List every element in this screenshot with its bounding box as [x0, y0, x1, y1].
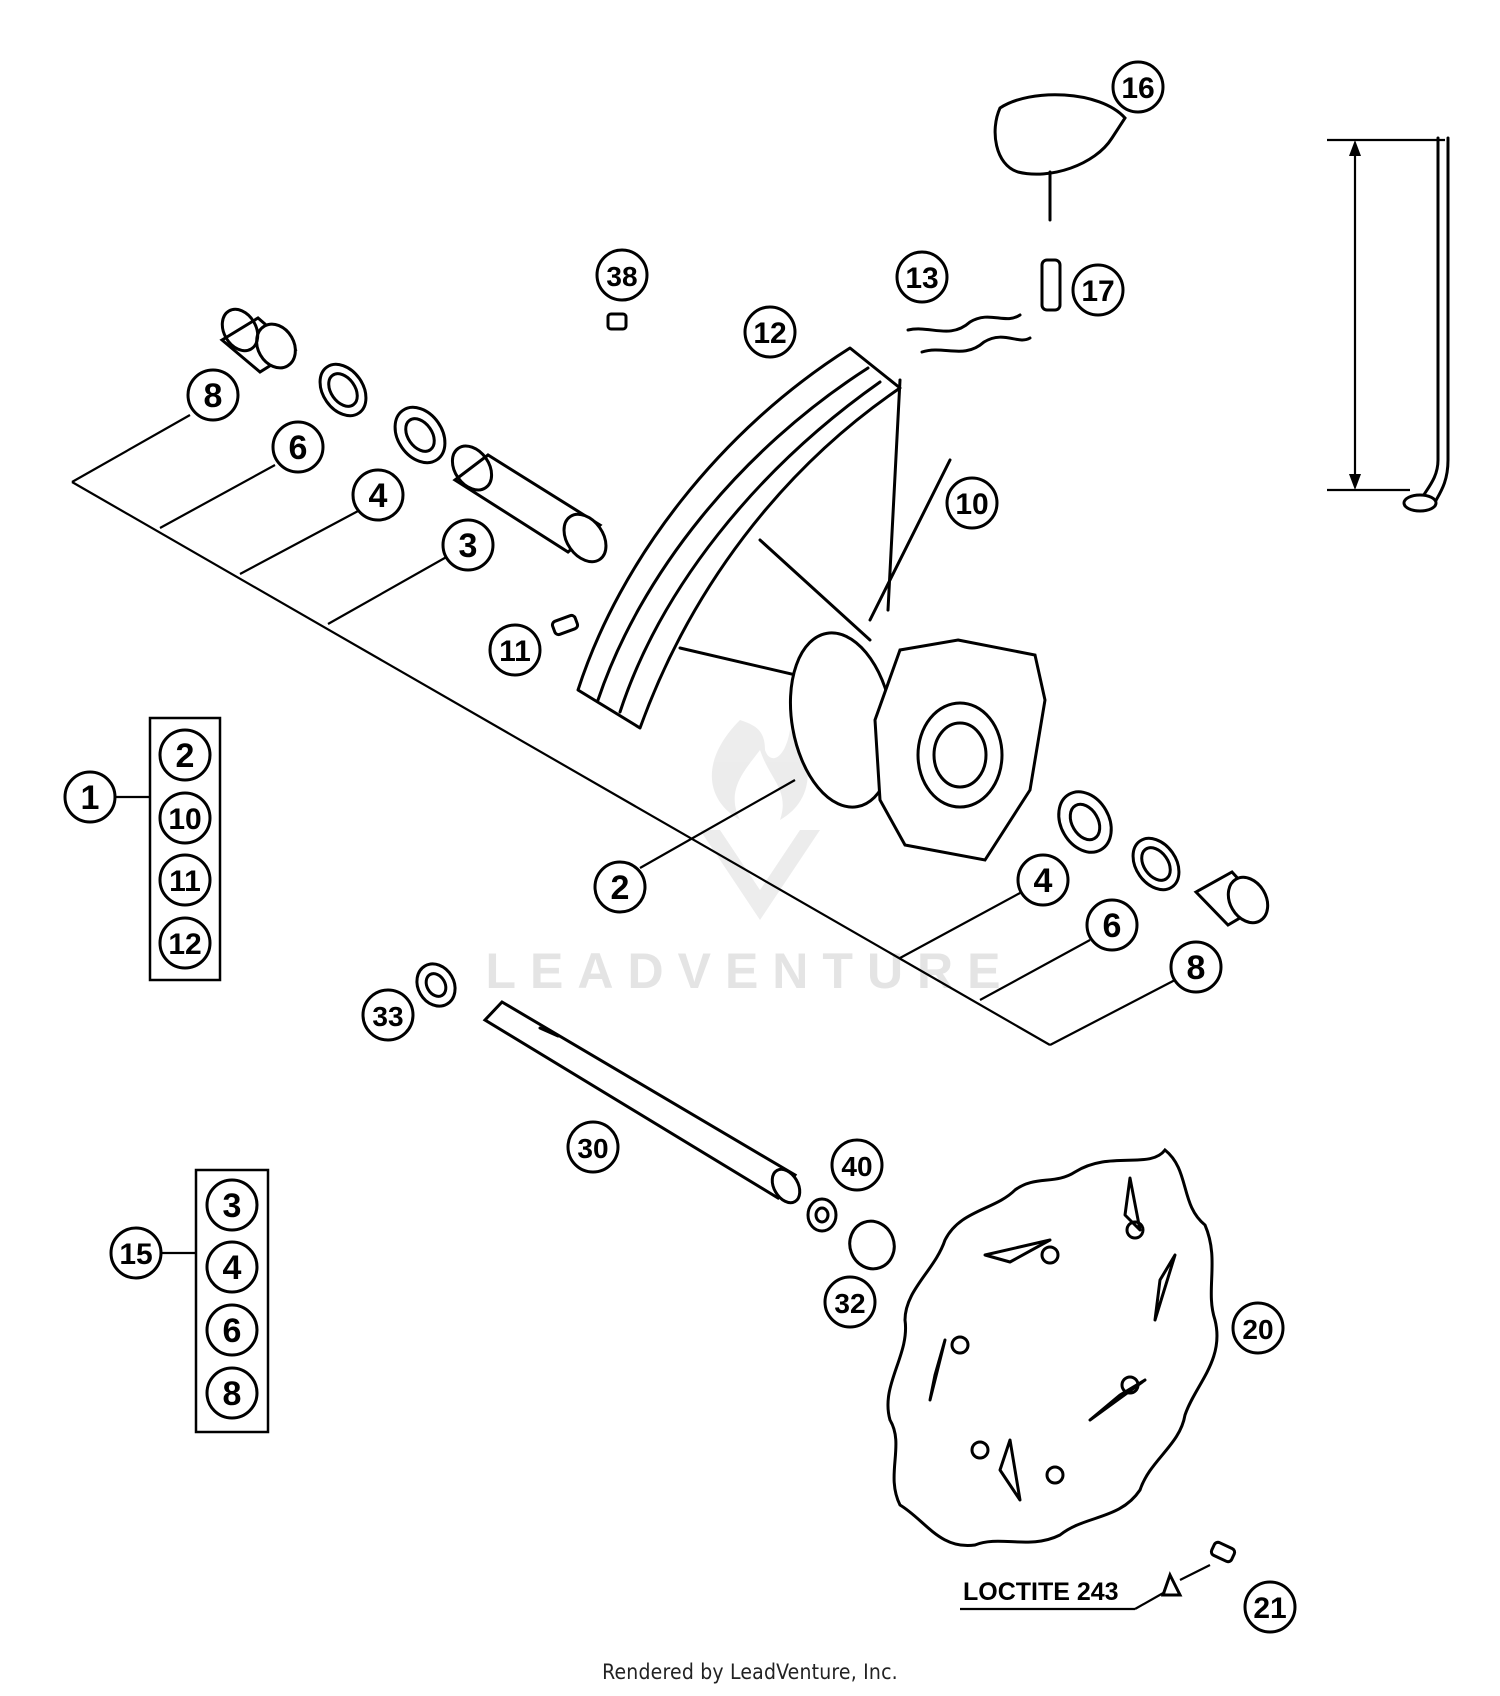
- callout-16: 16: [1111, 60, 1165, 114]
- svg-text:16: 16: [1121, 72, 1154, 105]
- part-brake-disc-20: [886, 1147, 1219, 1547]
- assembly-axis-lines: [71, 414, 1176, 1046]
- svg-text:4: 4: [223, 1249, 242, 1287]
- svg-text:11: 11: [169, 865, 201, 898]
- svg-text:1: 1: [81, 779, 100, 817]
- svg-text:3: 3: [223, 1187, 242, 1225]
- group15-item-4: 4: [205, 1240, 259, 1294]
- loctite-note: LOCTITE 243: [960, 1578, 1166, 1611]
- callout-4-right: 4: [1016, 853, 1070, 907]
- svg-text:40: 40: [841, 1151, 872, 1182]
- part-nut-33: [415, 962, 457, 1008]
- svg-text:32: 32: [834, 1288, 865, 1319]
- part-seal-6-right: [1131, 836, 1181, 892]
- svg-text:3: 3: [459, 527, 478, 565]
- part-bolt-32: [848, 1219, 896, 1271]
- callout-38: 38: [595, 248, 649, 302]
- callout-30: 30: [566, 1120, 620, 1174]
- svg-text:30: 30: [577, 1133, 608, 1164]
- callout-8-right: 8: [1169, 940, 1223, 994]
- svg-text:8: 8: [1187, 949, 1206, 987]
- svg-text:6: 6: [1103, 907, 1122, 945]
- part-seal-6-left: [318, 362, 368, 418]
- part-valve-17: [1040, 258, 1062, 312]
- part-tube-16: [993, 93, 1127, 222]
- svg-text:6: 6: [223, 1312, 242, 1350]
- callout-1: 1: [63, 770, 117, 824]
- callout-3: 3: [441, 518, 495, 572]
- loctite-label: LOCTITE 243: [963, 1578, 1119, 1606]
- part-axle-30: [482, 1000, 802, 1205]
- callout-6-right: 6: [1085, 898, 1139, 952]
- svg-text:20: 20: [1242, 1314, 1273, 1345]
- part-nipple-11: [550, 613, 580, 637]
- callout-10: 10: [945, 476, 999, 530]
- part-sleeve-3: [450, 444, 608, 564]
- callout-12: 12: [743, 305, 797, 359]
- group15-item-8: 8: [205, 1366, 259, 1420]
- part-washer-40: [806, 1197, 838, 1233]
- part-bearing-4-right: [1057, 790, 1113, 854]
- spoke-length-gauge: [1327, 136, 1450, 513]
- callout-40: 40: [830, 1138, 884, 1192]
- svg-text:38: 38: [606, 261, 637, 292]
- svg-text:12: 12: [753, 317, 786, 350]
- callouts: 1 2 10 11 12 15 3 4 6 8 8 6 4 3 38 12 13…: [63, 60, 1297, 1634]
- watermark-logo: [700, 720, 820, 920]
- callout-33: 33: [361, 988, 415, 1042]
- callout-32: 32: [823, 1275, 877, 1329]
- part-spacer-8-right: [1193, 870, 1270, 927]
- svg-text:8: 8: [223, 1375, 242, 1413]
- svg-text:13: 13: [905, 262, 938, 295]
- svg-text:33: 33: [372, 1001, 403, 1032]
- callout-15: 15: [109, 1226, 163, 1280]
- svg-text:2: 2: [176, 737, 195, 775]
- part-hub-2: [788, 631, 1047, 862]
- group1-item-10: 10: [158, 791, 212, 845]
- footer-rendered-by: Rendered by LeadVenture, Inc.: [602, 1660, 898, 1684]
- callout-21: 21: [1243, 1580, 1297, 1634]
- callout-4-left: 4: [351, 468, 405, 522]
- callout-13: 13: [895, 250, 949, 304]
- part-bearing-4-left: [393, 405, 447, 465]
- group15-item-6: 6: [205, 1303, 259, 1357]
- svg-text:15: 15: [119, 1238, 152, 1271]
- svg-text:21: 21: [1253, 1592, 1286, 1625]
- watermark-text: LEADVENTURE: [485, 943, 1014, 999]
- callout-11: 11: [488, 623, 542, 677]
- svg-text:4: 4: [1034, 862, 1053, 900]
- group1-item-11: 11: [158, 853, 212, 907]
- callout-20: 20: [1231, 1301, 1285, 1355]
- svg-text:10: 10: [168, 803, 201, 836]
- callout-2: 2: [593, 860, 647, 914]
- svg-text:11: 11: [499, 635, 531, 668]
- watermark: LEADVENTURE: [485, 720, 1014, 999]
- part-rim-tape-13: [906, 313, 1032, 354]
- svg-text:8: 8: [204, 377, 223, 415]
- callout-6-left: 6: [271, 420, 325, 474]
- svg-text:6: 6: [289, 429, 308, 467]
- svg-text:17: 17: [1081, 275, 1114, 308]
- part-spacer-8-left: [219, 307, 298, 374]
- svg-text:4: 4: [369, 477, 388, 515]
- group1-item-12: 12: [158, 916, 212, 970]
- callout-8-left: 8: [186, 368, 240, 422]
- group1-item-2: 2: [158, 728, 212, 782]
- part-38-small: [606, 312, 628, 331]
- svg-text:10: 10: [955, 488, 988, 521]
- svg-text:2: 2: [611, 869, 630, 907]
- group-box-15: [160, 1168, 270, 1434]
- callout-17: 17: [1071, 263, 1125, 317]
- part-disc-bolt-21: [1160, 1540, 1237, 1597]
- group-box-1: [115, 716, 222, 982]
- group15-item-3: 3: [205, 1178, 259, 1232]
- svg-text:12: 12: [168, 928, 201, 961]
